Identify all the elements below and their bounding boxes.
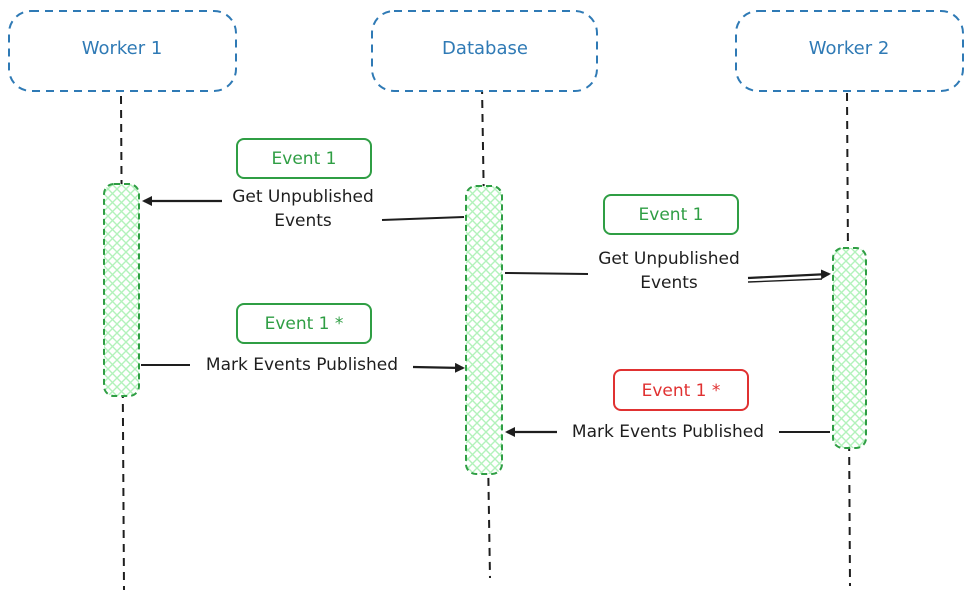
- message-label-line1: Get Unpublished: [232, 187, 374, 207]
- event-badge-label: Event 1: [639, 205, 704, 225]
- message-line: [381, 216, 465, 221]
- event-badge-label: Event 1: [272, 149, 337, 169]
- actor-database: Database: [371, 10, 598, 92]
- message-mark-published-2: Mark Events Published: [505, 422, 830, 442]
- actor-worker1: Worker 1: [8, 10, 237, 92]
- actor-worker2: Worker 2: [735, 10, 964, 92]
- message-arrow: [412, 362, 465, 373]
- lifeline-worker1: [120, 95, 125, 591]
- message-mark-published-1: Mark Events Published: [141, 355, 465, 375]
- message-label-line2: Events: [640, 273, 698, 293]
- actor-worker2-label: Worker 2: [809, 38, 890, 59]
- message-get-unpublished-2: Get Unpublished Events: [504, 249, 831, 293]
- message-label: Mark Events Published: [206, 355, 398, 375]
- actor-worker1-label: Worker 1: [82, 38, 163, 59]
- message-arrow-stroke: [747, 278, 823, 283]
- actor-database-label: Database: [442, 38, 528, 59]
- lifeline-worker2: [846, 92, 851, 587]
- activation-database: [465, 185, 503, 475]
- event-badge-4: Event 1 *: [613, 369, 749, 411]
- message-arrow: [747, 269, 831, 280]
- activation-worker2: [832, 247, 867, 449]
- message-label: Mark Events Published: [572, 422, 764, 442]
- event-badge-2: Event 1 *: [236, 303, 372, 344]
- event-badge-3: Event 1: [603, 194, 739, 235]
- event-badge-1: Event 1: [236, 138, 372, 179]
- event-badge-label: Event 1 *: [265, 314, 344, 334]
- event-badge-label: Event 1 *: [642, 381, 721, 401]
- message-label-line2: Events: [274, 211, 332, 231]
- message-label-line1: Get Unpublished: [598, 249, 740, 269]
- lifeline-database: [481, 85, 491, 579]
- activation-worker1: [103, 183, 140, 397]
- message-get-unpublished-1: Get Unpublished Events: [142, 187, 465, 231]
- message-line: [504, 272, 589, 275]
